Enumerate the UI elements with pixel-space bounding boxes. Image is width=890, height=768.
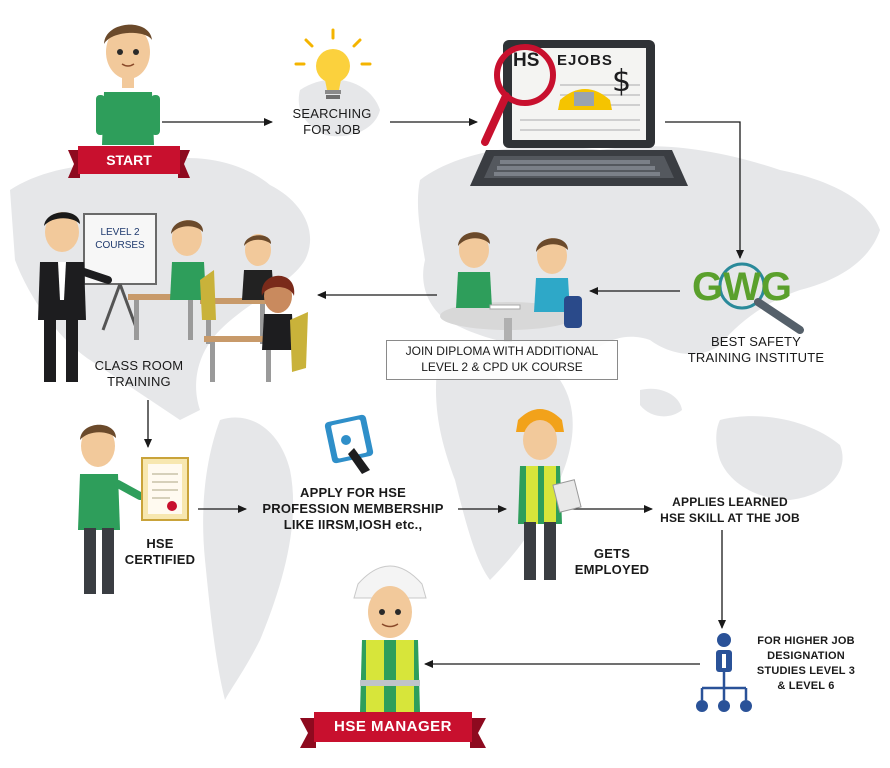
higher-job-label: FOR HIGHER JOB DESIGNATION STUDIES LEVEL… (744, 634, 868, 694)
certificate-icon (141, 457, 189, 521)
board-line-2: COURSES (95, 240, 145, 251)
board-label: LEVEL 2 COURSES (86, 226, 154, 252)
higher-job-line-4: & LEVEL 6 (777, 680, 835, 692)
meeting-scene (440, 232, 582, 342)
higher-job-line-2: DESIGNATION (767, 650, 845, 662)
apply-line-2: PROFESSION MEMBERSHIP (262, 501, 444, 516)
applies-learned-label: APPLIES LEARNED HSE SKILL AT THE JOB (652, 494, 808, 526)
classroom-scene (38, 212, 308, 382)
hse-manager-banner-shape (300, 712, 486, 748)
join-diploma-box: JOIN DIPLOMA WITH ADDITIONAL LEVEL 2 & C… (386, 340, 618, 380)
laptop-icon (470, 40, 688, 186)
magnifier-icon (481, 44, 556, 146)
gets-employed-label: GETS EMPLOYED (560, 546, 664, 578)
hse-certified-line-2: CERTIFIED (124, 552, 196, 567)
searching-line-1: SEARCHING (292, 106, 372, 121)
hse-manager-label: HSE MANAGER (333, 718, 452, 735)
gets-employed-line-2: EMPLOYED (574, 562, 650, 577)
lightbulb-icon (294, 28, 372, 99)
job-seeker-figure (96, 24, 160, 145)
class-room-line-2: TRAINING (107, 374, 171, 389)
apply-membership-label: APPLY FOR HSE PROFESSION MEMBERSHIP LIKE… (250, 485, 456, 533)
class-room-line-1: CLASS ROOM (94, 358, 184, 373)
gets-employed-line-1: GETS (593, 546, 631, 561)
higher-job-line-3: STUDIES LEVEL 3 (756, 665, 856, 677)
arrow-laptop-to-gwg (665, 121, 744, 259)
screen-hs-text: HS (513, 50, 540, 71)
class-room-label: CLASS ROOM TRAINING (64, 358, 214, 390)
certified-person-figure (78, 424, 144, 594)
flow-arrows (144, 118, 744, 668)
best-safety-line-2: TRAINING INSTITUTE (687, 350, 825, 365)
start-label: START (106, 152, 152, 168)
applies-learned-line-2: HSE SKILL AT THE JOB (660, 511, 800, 525)
higher-job-line-1: FOR HIGHER JOB (757, 635, 855, 647)
best-safety-line-1: BEST SAFETY (710, 334, 802, 349)
apply-line-1: APPLY FOR HSE (300, 485, 406, 500)
apply-line-3: LIKE IIRSM,IOSH etc., (283, 517, 423, 532)
searching-line-2: FOR JOB (303, 122, 361, 137)
board-line-1: LEVEL 2 (100, 227, 140, 238)
document-icon (324, 414, 374, 474)
screen-dollar-text: $ (612, 64, 632, 99)
gwg-logo (718, 262, 804, 334)
employed-worker-figure (516, 409, 582, 580)
org-chart-icon (696, 633, 752, 712)
screen-ejobs-text: EJOBS (557, 52, 613, 69)
start-banner (68, 146, 190, 178)
hse-manager-figure (353, 565, 427, 712)
join-diploma-line-2: LEVEL 2 & CPD UK COURSE (421, 360, 583, 374)
gwg-logo-text: GWG (692, 265, 792, 309)
searching-label: SEARCHING FOR JOB (276, 106, 388, 138)
applies-learned-line-1: APPLIES LEARNED (672, 495, 788, 509)
hse-certified-line-1: HSE (146, 536, 174, 551)
best-safety-label: BEST SAFETY TRAINING INSTITUTE (664, 334, 848, 366)
hse-certified-label: HSE CERTIFIED (100, 536, 220, 568)
join-diploma-line-1: JOIN DIPLOMA WITH ADDITIONAL (405, 344, 599, 358)
